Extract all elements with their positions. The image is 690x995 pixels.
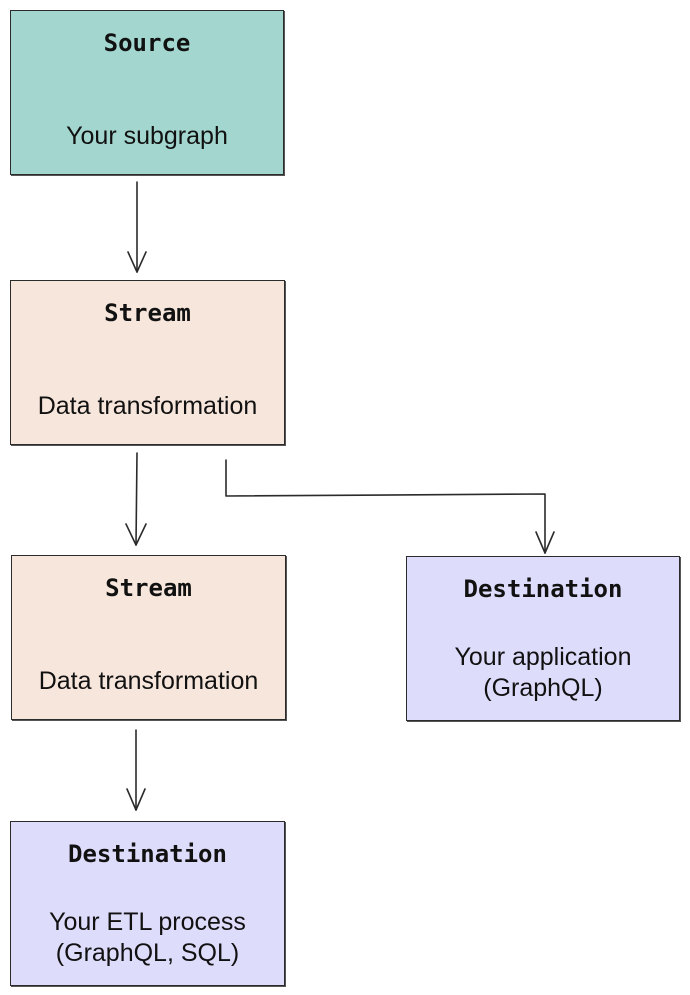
stream-1-title: Stream [104, 299, 191, 327]
destination-app-subtitle: Your application (GraphQL) [407, 642, 679, 704]
destination-etl-subtitle-line-2: (GraphQL, SQL) [55, 939, 240, 967]
edge-stream2-to-destination-etl [126, 729, 146, 811]
destination-etl-node: Destination Your ETL process (GraphQL, S… [10, 821, 285, 986]
destination-etl-subtitle-line-1: Your ETL process [49, 908, 246, 936]
destination-etl-subtitle: Your ETL process (GraphQL, SQL) [11, 907, 284, 969]
stream-1-subtitle: Data transformation [11, 391, 284, 422]
destination-app-subtitle-line-2: (GraphQL) [483, 674, 603, 702]
destination-app-subtitle-line-1: Your application [454, 643, 632, 671]
stream-node-2: Stream Data transformation [11, 555, 286, 720]
source-node: Source Your subgraph [10, 10, 284, 175]
stream-2-subtitle: Data transformation [12, 666, 285, 697]
stream-1-subtitle-line: Data transformation [37, 392, 258, 420]
destination-app-title: Destination [463, 575, 623, 603]
source-subtitle-line: Your subgraph [66, 122, 228, 150]
edge-stream1-to-destination-app [225, 459, 555, 554]
destination-app-node: Destination Your application (GraphQL) [406, 556, 680, 721]
edge-stream1-to-stream2 [125, 452, 147, 546]
stream-node-1: Stream Data transformation [10, 280, 285, 445]
edge-source-to-stream1 [127, 181, 147, 273]
stream-2-subtitle-line: Data transformation [38, 667, 259, 695]
source-subtitle: Your subgraph [11, 121, 283, 152]
destination-etl-title: Destination [68, 840, 227, 868]
source-title: Source [103, 29, 191, 57]
stream-2-title: Stream [105, 574, 192, 602]
